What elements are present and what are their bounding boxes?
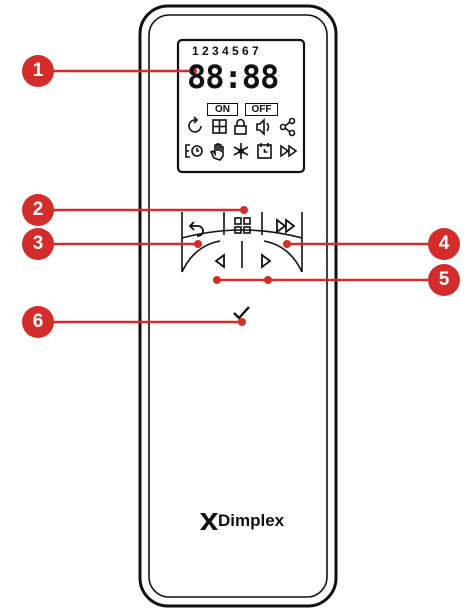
fast-forward-icon (280, 144, 298, 158)
brand-name: Dimplex (218, 511, 285, 530)
remote-inner-shell (148, 14, 328, 598)
eco-clock-icon (185, 144, 203, 158)
callout-2: 2 (22, 194, 54, 226)
menu-grid-icon (234, 217, 251, 234)
brand-logo-mark (200, 513, 218, 530)
right-triangle-icon (261, 253, 272, 269)
back-arrow-icon (188, 221, 204, 237)
confirm-button[interactable] (233, 306, 250, 320)
callout-6: 6 (22, 306, 54, 338)
lcd-screen (176, 38, 306, 174)
menu-button[interactable] (234, 217, 251, 234)
button-cluster (181, 212, 303, 273)
hand-icon (209, 143, 224, 161)
callout-lines (46, 69, 430, 324)
grid-icon (212, 119, 227, 134)
forward-button[interactable] (276, 218, 296, 234)
lcd-icons-row1 (188, 116, 296, 137)
fast-forward-icon (276, 218, 296, 234)
right-button[interactable] (261, 253, 272, 269)
rotate-icon (188, 116, 202, 133)
snowflake-icon (233, 143, 249, 159)
callout-5: 5 (428, 264, 460, 296)
lcd-icons-row2 (185, 143, 298, 161)
lcd-clock: 88:88 (187, 58, 279, 96)
left-button[interactable] (214, 253, 225, 269)
checkmark-icon (233, 306, 250, 320)
speaker-icon (256, 118, 270, 136)
left-triangle-icon (214, 253, 225, 269)
back-button[interactable] (188, 221, 204, 237)
share-icon (279, 117, 296, 137)
callout-dots (189, 67, 291, 326)
callout-4: 4 (428, 228, 460, 260)
callout-1: 1 (22, 55, 54, 87)
lock-icon (234, 118, 247, 135)
lcd-off-label: OFF (245, 103, 278, 116)
lcd-on-label: ON (207, 103, 238, 116)
lcd-day-numbers: 1 2 3 4 5 6 7 (192, 44, 260, 58)
callout-3: 3 (22, 228, 54, 260)
calendar-clock-icon (257, 143, 272, 159)
